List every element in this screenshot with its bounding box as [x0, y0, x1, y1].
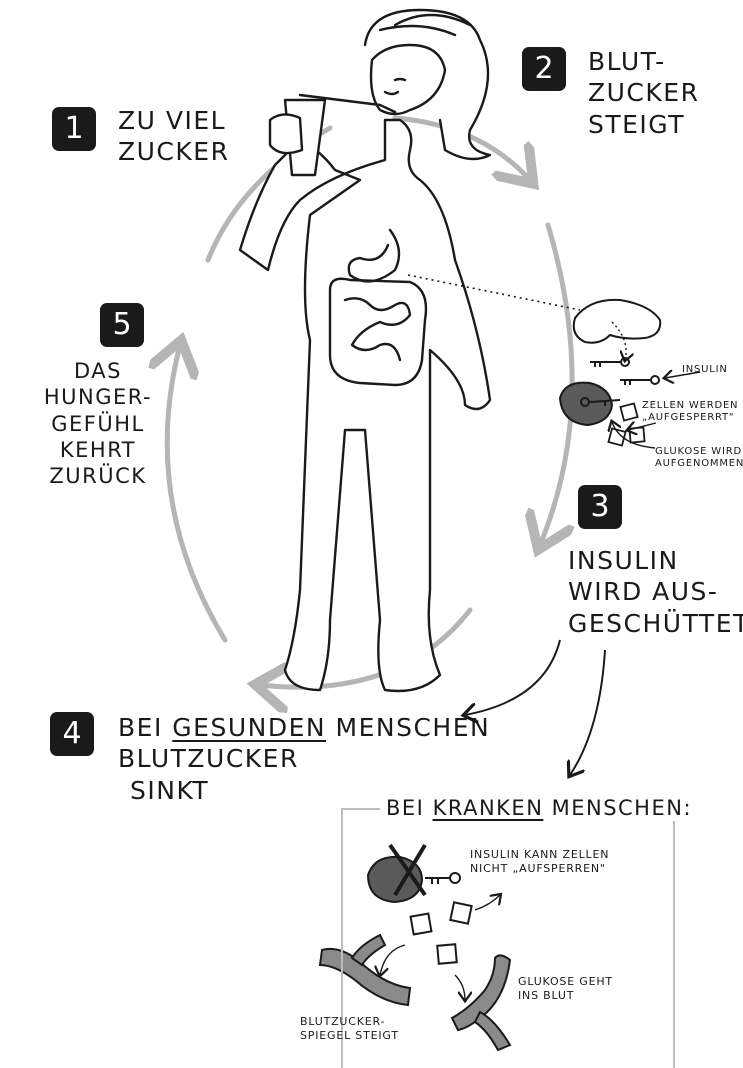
step-4-badge: 4 [50, 712, 94, 756]
cells-unlocked-label: ZELLEN WERDEN„AUFGESPERRT" [642, 400, 738, 424]
step-4-label: BEI GESUNDEN MENSCHEN BLUTZUCKER SINKT [118, 712, 490, 806]
pancreas [574, 300, 660, 343]
insulin-key-icon [590, 358, 659, 385]
insulin-label: INSULIN [682, 364, 728, 376]
cell-unlocked-icon [560, 383, 620, 425]
arrow-to-healthy [465, 640, 560, 715]
step-2-badge: 2 [522, 47, 566, 91]
arrow-to-sick [570, 650, 605, 775]
sick-box-heading: BEI KRANKEN MENSCHEN: [380, 795, 698, 821]
person-figure [240, 10, 490, 691]
step-1-badge: 1 [52, 107, 96, 151]
healthy-emphasis: GESUNDEN [172, 713, 326, 742]
cycle-arrow-left [167, 345, 225, 640]
step-5-badge: 5 [100, 303, 144, 347]
blood-sugar-rises-label: BLUTZUCKER-SPIEGEL STEIGT [300, 1015, 399, 1043]
sick-emphasis: KRANKEN [433, 796, 544, 820]
cycle-arrow-right [540, 225, 572, 545]
step-3-badge: 3 [578, 485, 622, 529]
